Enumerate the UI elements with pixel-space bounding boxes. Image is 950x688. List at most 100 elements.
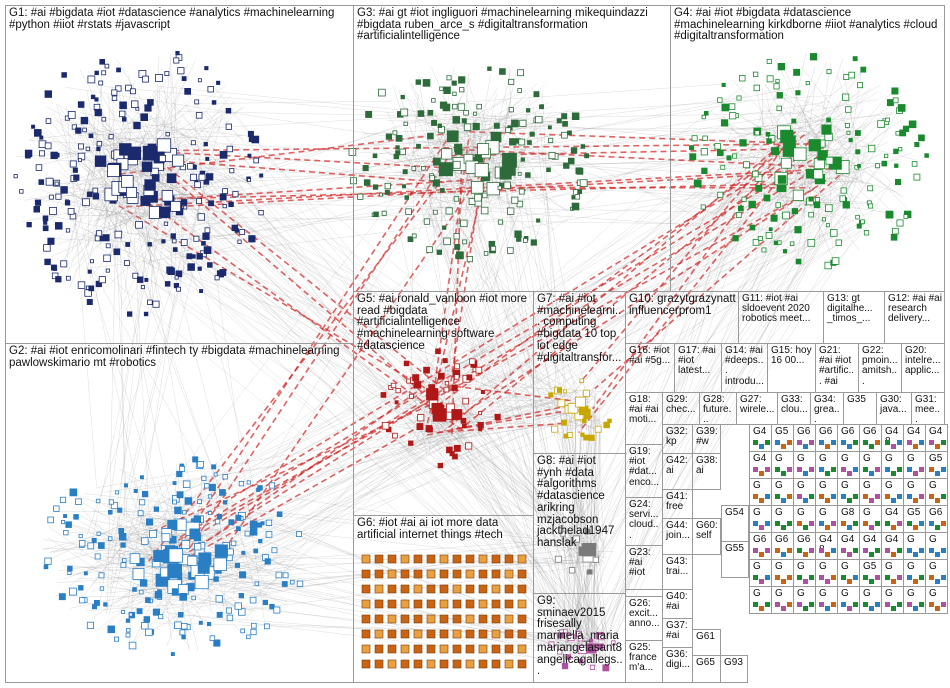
edge <box>80 154 218 554</box>
edge <box>496 99 878 164</box>
edge <box>469 369 592 404</box>
edge <box>62 96 747 184</box>
node <box>919 575 924 580</box>
small-group-label: G6 <box>929 507 943 518</box>
node <box>869 471 874 476</box>
node <box>913 579 918 584</box>
small-group-label: G6 <box>863 426 877 437</box>
edge <box>190 210 594 547</box>
edge <box>268 202 840 545</box>
edge <box>212 527 292 571</box>
small-group-cell: G <box>749 478 772 506</box>
small-group-cell: G6 <box>771 532 794 560</box>
edge <box>119 213 125 520</box>
small-group-label: G6 <box>841 426 855 437</box>
edge <box>693 112 832 148</box>
edge <box>472 127 593 655</box>
node <box>759 606 764 611</box>
small-group-cell: G <box>771 505 794 533</box>
edge <box>139 587 208 622</box>
small-group-label: G4 <box>929 426 943 437</box>
edge <box>360 153 450 169</box>
group-panel-g12: G12: #ai #ai research delivery... <box>884 291 945 344</box>
edge <box>95 74 171 177</box>
edge <box>456 168 730 391</box>
group-panel-g2: G2: #ai #iot enricomolinari #fintech ty … <box>5 343 354 683</box>
edge <box>584 423 596 663</box>
edge <box>428 139 448 144</box>
edge <box>104 423 556 493</box>
small-group-label: G6 <box>797 534 811 545</box>
edge <box>119 588 598 655</box>
edge <box>179 255 597 554</box>
edge <box>185 586 217 628</box>
edge <box>578 192 832 665</box>
edge <box>194 120 265 623</box>
group-label-g13: G13: gt digitalhe... _timos_... <box>827 293 876 325</box>
edge <box>399 445 578 548</box>
node <box>831 494 836 499</box>
edge <box>420 423 465 450</box>
edge <box>110 185 205 569</box>
small-group-label: G <box>819 507 827 518</box>
small-group-label: G <box>841 588 849 599</box>
edge <box>199 148 565 397</box>
small-group-cell: G <box>925 532 948 560</box>
edge <box>405 138 450 144</box>
node <box>863 467 868 472</box>
small-group-label: G <box>885 453 893 464</box>
edge <box>49 127 130 221</box>
edge <box>561 413 584 637</box>
small-group-label: G6 <box>797 426 811 437</box>
edge <box>804 59 843 173</box>
node <box>803 552 808 557</box>
group-label-g55: G55 <box>725 543 744 554</box>
edge <box>231 555 290 568</box>
edge <box>783 158 901 191</box>
node <box>941 602 946 607</box>
edge <box>435 430 567 651</box>
edge <box>73 223 443 422</box>
edge <box>432 208 591 639</box>
edge <box>600 162 833 555</box>
edge <box>594 396 598 538</box>
edge <box>589 392 596 559</box>
edge <box>574 171 857 564</box>
edge <box>569 399 591 652</box>
edge <box>464 189 527 369</box>
edge <box>478 423 561 645</box>
edge <box>198 521 278 580</box>
edge <box>590 410 593 658</box>
edge <box>87 602 599 666</box>
edge <box>462 402 588 637</box>
edge <box>467 385 559 406</box>
node <box>825 552 830 557</box>
node <box>775 602 780 607</box>
edge <box>48 526 120 554</box>
edge <box>179 184 243 188</box>
edge <box>496 135 778 207</box>
edge <box>785 70 837 191</box>
small-group-cell: G <box>881 559 904 587</box>
strong-edge <box>438 133 806 406</box>
node <box>797 521 802 526</box>
edge <box>591 397 601 638</box>
small-group-cell: G <box>859 478 882 506</box>
edge <box>470 222 590 667</box>
edge <box>769 145 809 250</box>
node <box>825 606 830 611</box>
edge <box>419 133 592 407</box>
small-group-cell: G <box>903 586 926 614</box>
node <box>863 521 868 526</box>
small-group-label: G4 <box>753 453 767 464</box>
edge <box>454 430 601 663</box>
edge <box>533 106 571 428</box>
node <box>847 606 852 611</box>
edge <box>227 273 565 409</box>
edge <box>63 546 163 580</box>
node <box>913 606 918 611</box>
edge <box>494 113 571 655</box>
group-label-g17: G17: #ai #iot latest... <box>678 345 719 377</box>
edge <box>581 566 605 650</box>
edge <box>77 162 595 567</box>
